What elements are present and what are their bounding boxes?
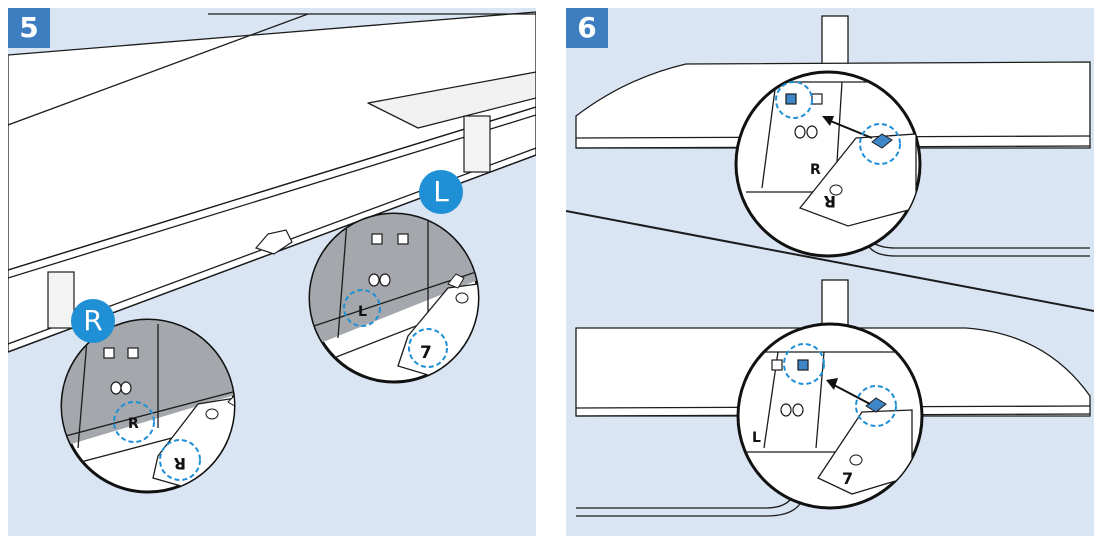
zoom-top-part-label: R: [810, 162, 821, 178]
zoom-left-l: L 7: [308, 212, 480, 384]
step-5-panel: L 7: [8, 8, 536, 536]
tv-clip-center: [254, 229, 293, 255]
zoom-bottom-part-label: L: [752, 430, 761, 446]
zoom-left-foot-label: 7: [420, 343, 432, 363]
right-side-badge: R: [71, 299, 115, 343]
zoom-top-r: R R: [734, 70, 922, 258]
left-side-badge: L: [419, 170, 463, 214]
arrow-line: [827, 119, 873, 139]
arrow-head: [822, 116, 834, 126]
step-number-badge: 6: [566, 8, 608, 48]
zoom-bottom-foot-label: 7: [842, 469, 853, 488]
zoom-top-foot-label: R: [824, 192, 836, 211]
step-5-illustration: L 7: [8, 8, 536, 536]
zoom-bottom-l: L 7: [736, 322, 924, 510]
tv-brackets: [47, 115, 491, 329]
divider-line: [566, 210, 1094, 312]
step-number-badge: 5: [8, 8, 50, 48]
zoom-right-part-label: R: [128, 416, 139, 432]
step-6-illustration: R R: [566, 8, 1094, 536]
arrow-head: [826, 378, 838, 390]
step-6-panel: R R: [566, 8, 1094, 536]
arrow-line: [831, 383, 871, 405]
zoom-right-r: R R: [60, 318, 236, 494]
zoom-right-foot-label: R: [174, 454, 186, 473]
zoom-left-part-label: L: [358, 304, 367, 320]
